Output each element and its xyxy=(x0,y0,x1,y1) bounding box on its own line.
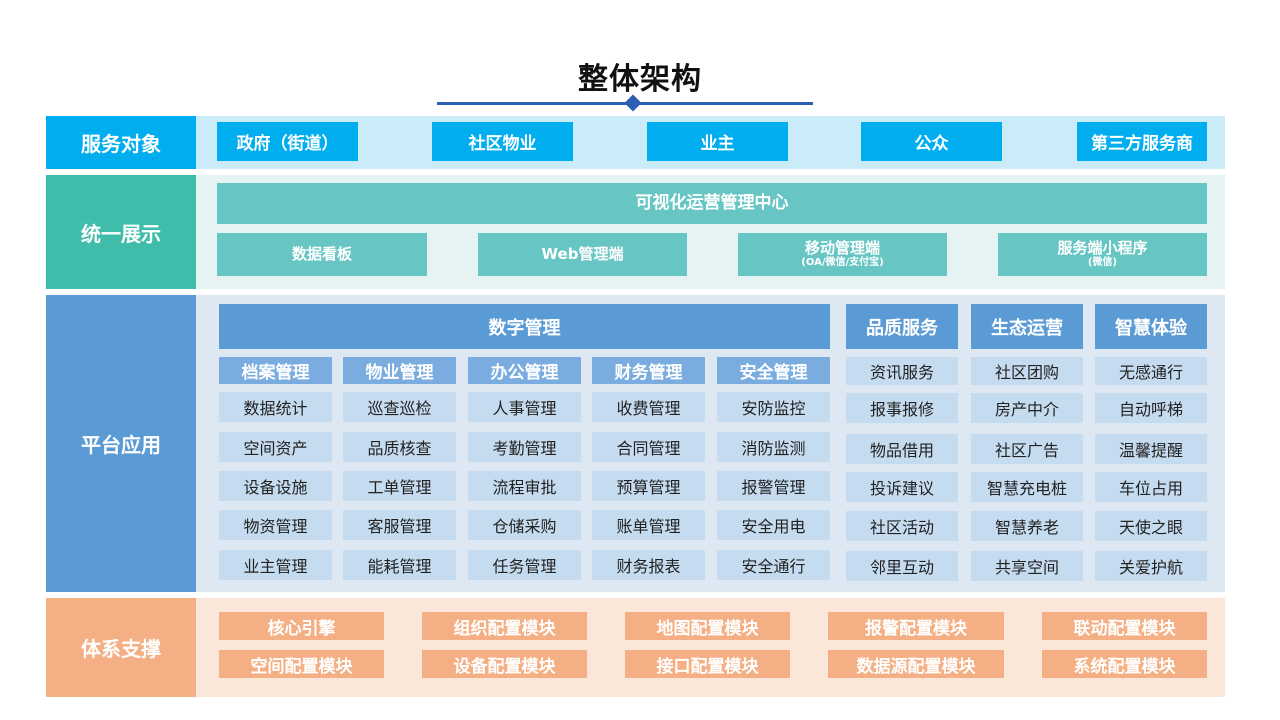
platform-item: 温馨提醒 xyxy=(1095,434,1207,464)
digital-column-header: 档案管理 xyxy=(219,357,332,384)
display-item-name: 服务端小程序 xyxy=(1057,239,1148,258)
system-module: 设备配置模块 xyxy=(422,650,587,678)
digital-column-header: 办公管理 xyxy=(468,357,581,384)
platform-item: 财务报表 xyxy=(592,550,705,580)
platform-item: 智慧充电桩 xyxy=(971,472,1083,502)
section-label-service: 服务对象 xyxy=(46,116,196,169)
platform-item: 账单管理 xyxy=(592,510,705,540)
platform-item: 预算管理 xyxy=(592,471,705,501)
platform-item: 关爱护航 xyxy=(1095,551,1207,581)
platform-item: 社区团购 xyxy=(971,357,1083,385)
platform-item: 物资管理 xyxy=(219,510,332,540)
platform-item: 投诉建议 xyxy=(846,472,958,502)
platform-item: 邻里互动 xyxy=(846,551,958,581)
service-item: 第三方服务商 xyxy=(1077,122,1207,161)
platform-item: 数据统计 xyxy=(219,392,332,422)
platform-item: 社区活动 xyxy=(846,511,958,541)
system-module: 空间配置模块 xyxy=(219,650,384,678)
display-item-name: 移动管理端 xyxy=(804,239,880,258)
platform-item: 物品借用 xyxy=(846,434,958,464)
platform-item: 安全用电 xyxy=(717,510,830,540)
platform-item: 安防监控 xyxy=(717,392,830,422)
platform-item: 智慧养老 xyxy=(971,511,1083,541)
digital-management-header: 数字管理 xyxy=(219,304,830,349)
platform-item: 安全通行 xyxy=(717,550,830,580)
system-module: 组织配置模块 xyxy=(422,612,587,640)
service-column-header: 品质服务 xyxy=(846,304,958,349)
platform-item: 报警管理 xyxy=(717,471,830,501)
platform-item: 房产中介 xyxy=(971,393,1083,423)
platform-item: 人事管理 xyxy=(468,392,581,422)
system-module: 地图配置模块 xyxy=(625,612,790,640)
page-title: 整体架构 xyxy=(578,62,702,97)
service-column-header: 生态运营 xyxy=(971,304,1083,349)
platform-item: 消防监测 xyxy=(717,432,830,462)
platform-item: 自动呼梯 xyxy=(1095,393,1207,423)
system-module: 系统配置模块 xyxy=(1042,650,1207,678)
platform-item: 流程审批 xyxy=(468,471,581,501)
platform-item: 合同管理 xyxy=(592,432,705,462)
display-center-bar: 可视化运营管理中心 xyxy=(217,183,1207,224)
system-module: 报警配置模块 xyxy=(828,612,1004,640)
display-item: 数据看板 xyxy=(217,233,427,276)
platform-item: 设备设施 xyxy=(219,471,332,501)
display-item: 移动管理端 (OA/微信/支付宝) xyxy=(738,233,947,276)
display-item-sub: (OA/微信/支付宝) xyxy=(801,257,884,269)
service-column-header: 智慧体验 xyxy=(1095,304,1207,349)
platform-item: 客服管理 xyxy=(343,510,456,540)
platform-item: 工单管理 xyxy=(343,471,456,501)
system-module: 数据源配置模块 xyxy=(828,650,1004,678)
platform-item: 资讯服务 xyxy=(846,357,958,385)
system-module: 核心引擎 xyxy=(219,612,384,640)
system-module: 接口配置模块 xyxy=(625,650,790,678)
platform-item: 收费管理 xyxy=(592,392,705,422)
section-label-platform: 平台应用 xyxy=(46,295,196,592)
platform-item: 仓储采购 xyxy=(468,510,581,540)
system-module: 联动配置模块 xyxy=(1042,612,1207,640)
platform-item: 共享空间 xyxy=(971,551,1083,581)
platform-item: 社区广告 xyxy=(971,434,1083,464)
digital-column-header: 财务管理 xyxy=(592,357,705,384)
platform-item: 报事报修 xyxy=(846,393,958,423)
platform-item: 任务管理 xyxy=(468,550,581,580)
platform-item: 品质核查 xyxy=(343,432,456,462)
digital-column-header: 安全管理 xyxy=(717,357,830,384)
platform-item: 空间资产 xyxy=(219,432,332,462)
section-label-display: 统一展示 xyxy=(46,175,196,289)
platform-item: 巡查巡检 xyxy=(343,392,456,422)
platform-item: 天使之眼 xyxy=(1095,511,1207,541)
display-item-sub: (微信) xyxy=(1087,257,1118,269)
display-item-name: Web管理端 xyxy=(541,244,624,263)
platform-item: 车位占用 xyxy=(1095,472,1207,502)
display-item: Web管理端 xyxy=(478,233,687,276)
service-item: 公众 xyxy=(861,122,1002,161)
section-label-system: 体系支撑 xyxy=(46,598,196,697)
service-item: 业主 xyxy=(647,122,788,161)
platform-item: 业主管理 xyxy=(219,550,332,580)
display-item: 服务端小程序 (微信) xyxy=(998,233,1207,276)
platform-item: 考勤管理 xyxy=(468,432,581,462)
platform-item: 能耗管理 xyxy=(343,550,456,580)
digital-column-header: 物业管理 xyxy=(343,357,456,384)
service-item: 政府（街道） xyxy=(217,122,358,161)
display-item-name: 数据看板 xyxy=(291,244,352,263)
service-item: 社区物业 xyxy=(432,122,573,161)
platform-item: 无感通行 xyxy=(1095,357,1207,385)
